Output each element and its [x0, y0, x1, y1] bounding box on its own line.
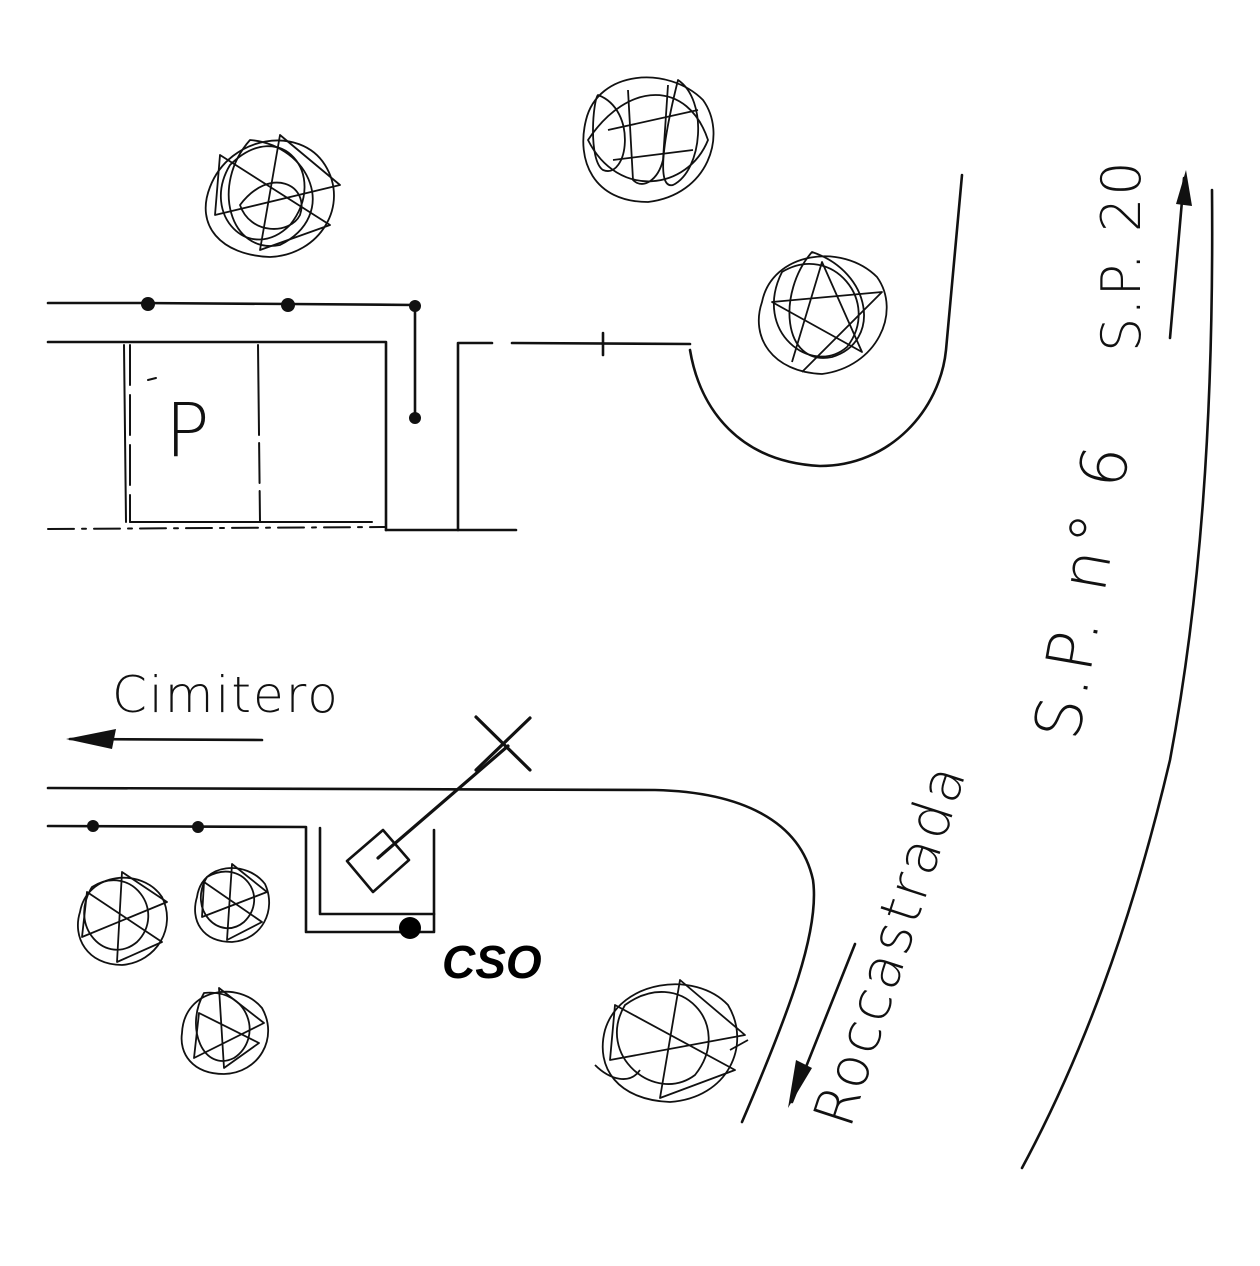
tree-icon [77, 871, 168, 966]
post-dot-icon [87, 820, 99, 832]
parking-label: P [165, 388, 210, 474]
parking-area [46, 340, 388, 532]
arrow-left-icon [66, 729, 264, 749]
station-marker-icon [399, 917, 421, 939]
post-dot-icon [192, 821, 204, 833]
cso-enclosure [318, 826, 436, 934]
post-dot-icon [409, 300, 421, 312]
road-sp6-label: S.P. n° 6 [1021, 437, 1146, 745]
tree-icon [757, 251, 888, 375]
road-sp20-label: S.P. 20 [1090, 159, 1153, 352]
fence-top [46, 297, 421, 424]
antenna-icon [345, 715, 532, 894]
main-road-sp6 [1020, 188, 1214, 1170]
tree-icon [180, 987, 269, 1075]
access-road [384, 173, 964, 532]
cemetery-label: Cimitero [112, 666, 340, 724]
post-dot-icon [141, 297, 155, 311]
tree-icon [204, 134, 341, 258]
tree-icon [194, 863, 270, 943]
post-dot-icon [281, 298, 295, 312]
tree-icon [594, 979, 749, 1103]
roccastrada-label: Roccastrada [801, 755, 980, 1134]
post-dot-icon [409, 412, 421, 424]
cso-label: CSO [442, 936, 542, 988]
arrow-down-icon [788, 942, 857, 1108]
lower-road [46, 786, 816, 1124]
arrow-up-icon [1168, 170, 1192, 340]
tree-icon [582, 76, 715, 203]
